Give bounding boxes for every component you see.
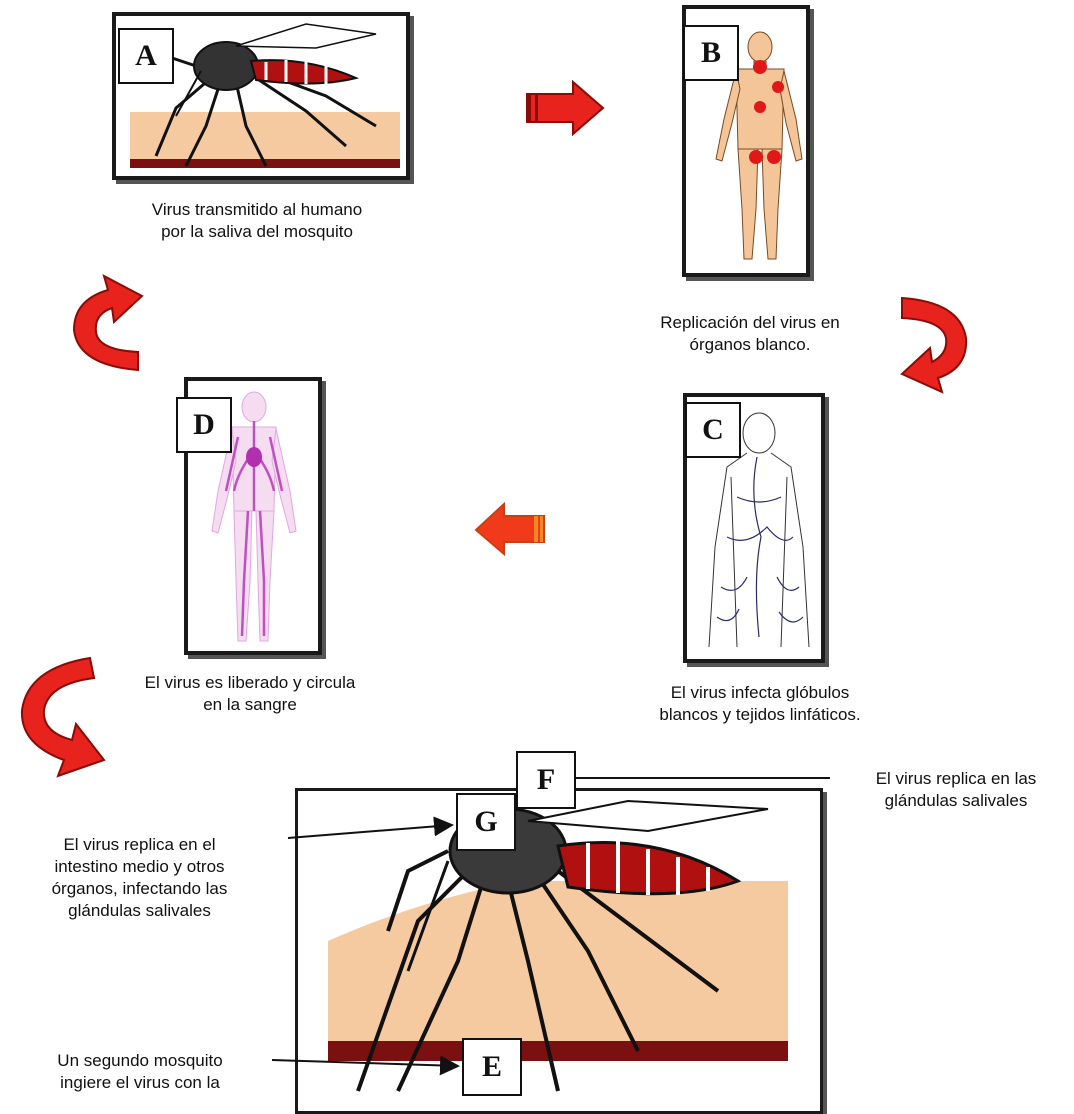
caption-b: Replicación del virus en órganos blanco. (620, 312, 880, 356)
curved-arrow-icon (896, 292, 976, 402)
caption-c-line1: El virus infecta glóbulos (610, 682, 910, 704)
caption-c: El virus infecta glóbulos blancos y teji… (610, 682, 910, 726)
caption-f-line2: glándulas salivales (842, 790, 1070, 812)
caption-e-line1: Un segundo mosquito (20, 1050, 260, 1072)
caption-g-line4: glándulas salivales (12, 900, 267, 922)
caption-e: Un segundo mosquito ingiere el virus con… (20, 1050, 260, 1094)
label-b: B (683, 25, 739, 81)
caption-g: El virus replica en el intestino medio y… (12, 834, 267, 922)
caption-f: El virus replica en las glándulas saliva… (842, 768, 1070, 812)
caption-g-line3: órganos, infectando las (12, 878, 267, 900)
caption-c-line2: blancos y tejidos linfáticos. (610, 704, 910, 726)
label-d: D (176, 397, 232, 453)
caption-g-line2: intestino medio y otros (12, 856, 267, 878)
arrow-left-icon (474, 502, 546, 556)
caption-d: El virus es liberado y circula en la san… (100, 672, 400, 716)
label-g: G (456, 793, 516, 851)
label-c: C (685, 402, 741, 458)
caption-d-line2: en la sangre (100, 694, 400, 716)
caption-b-line2: órganos blanco. (620, 334, 880, 356)
caption-g-line1: El virus replica en el (12, 834, 267, 856)
label-a: A (118, 28, 174, 84)
mosquito-large-illustration (298, 791, 820, 1111)
curved-arrow-icon (68, 270, 148, 380)
caption-b-line1: Replicación del virus en (620, 312, 880, 334)
caption-e-line2: ingiere el virus con la (20, 1072, 260, 1094)
label-e: E (462, 1038, 522, 1096)
caption-a: Virus transmitido al humano por la saliv… (112, 199, 402, 243)
caption-d-line1: El virus es liberado y circula (100, 672, 400, 694)
label-f: F (516, 751, 576, 809)
arrow-right-icon (527, 80, 607, 136)
curved-arrow-icon (14, 652, 104, 782)
caption-a-line2: por la saliva del mosquito (112, 221, 402, 243)
caption-a-line1: Virus transmitido al humano (112, 199, 402, 221)
panel-mosquito-large (295, 788, 823, 1114)
caption-f-line1: El virus replica en las (842, 768, 1070, 790)
